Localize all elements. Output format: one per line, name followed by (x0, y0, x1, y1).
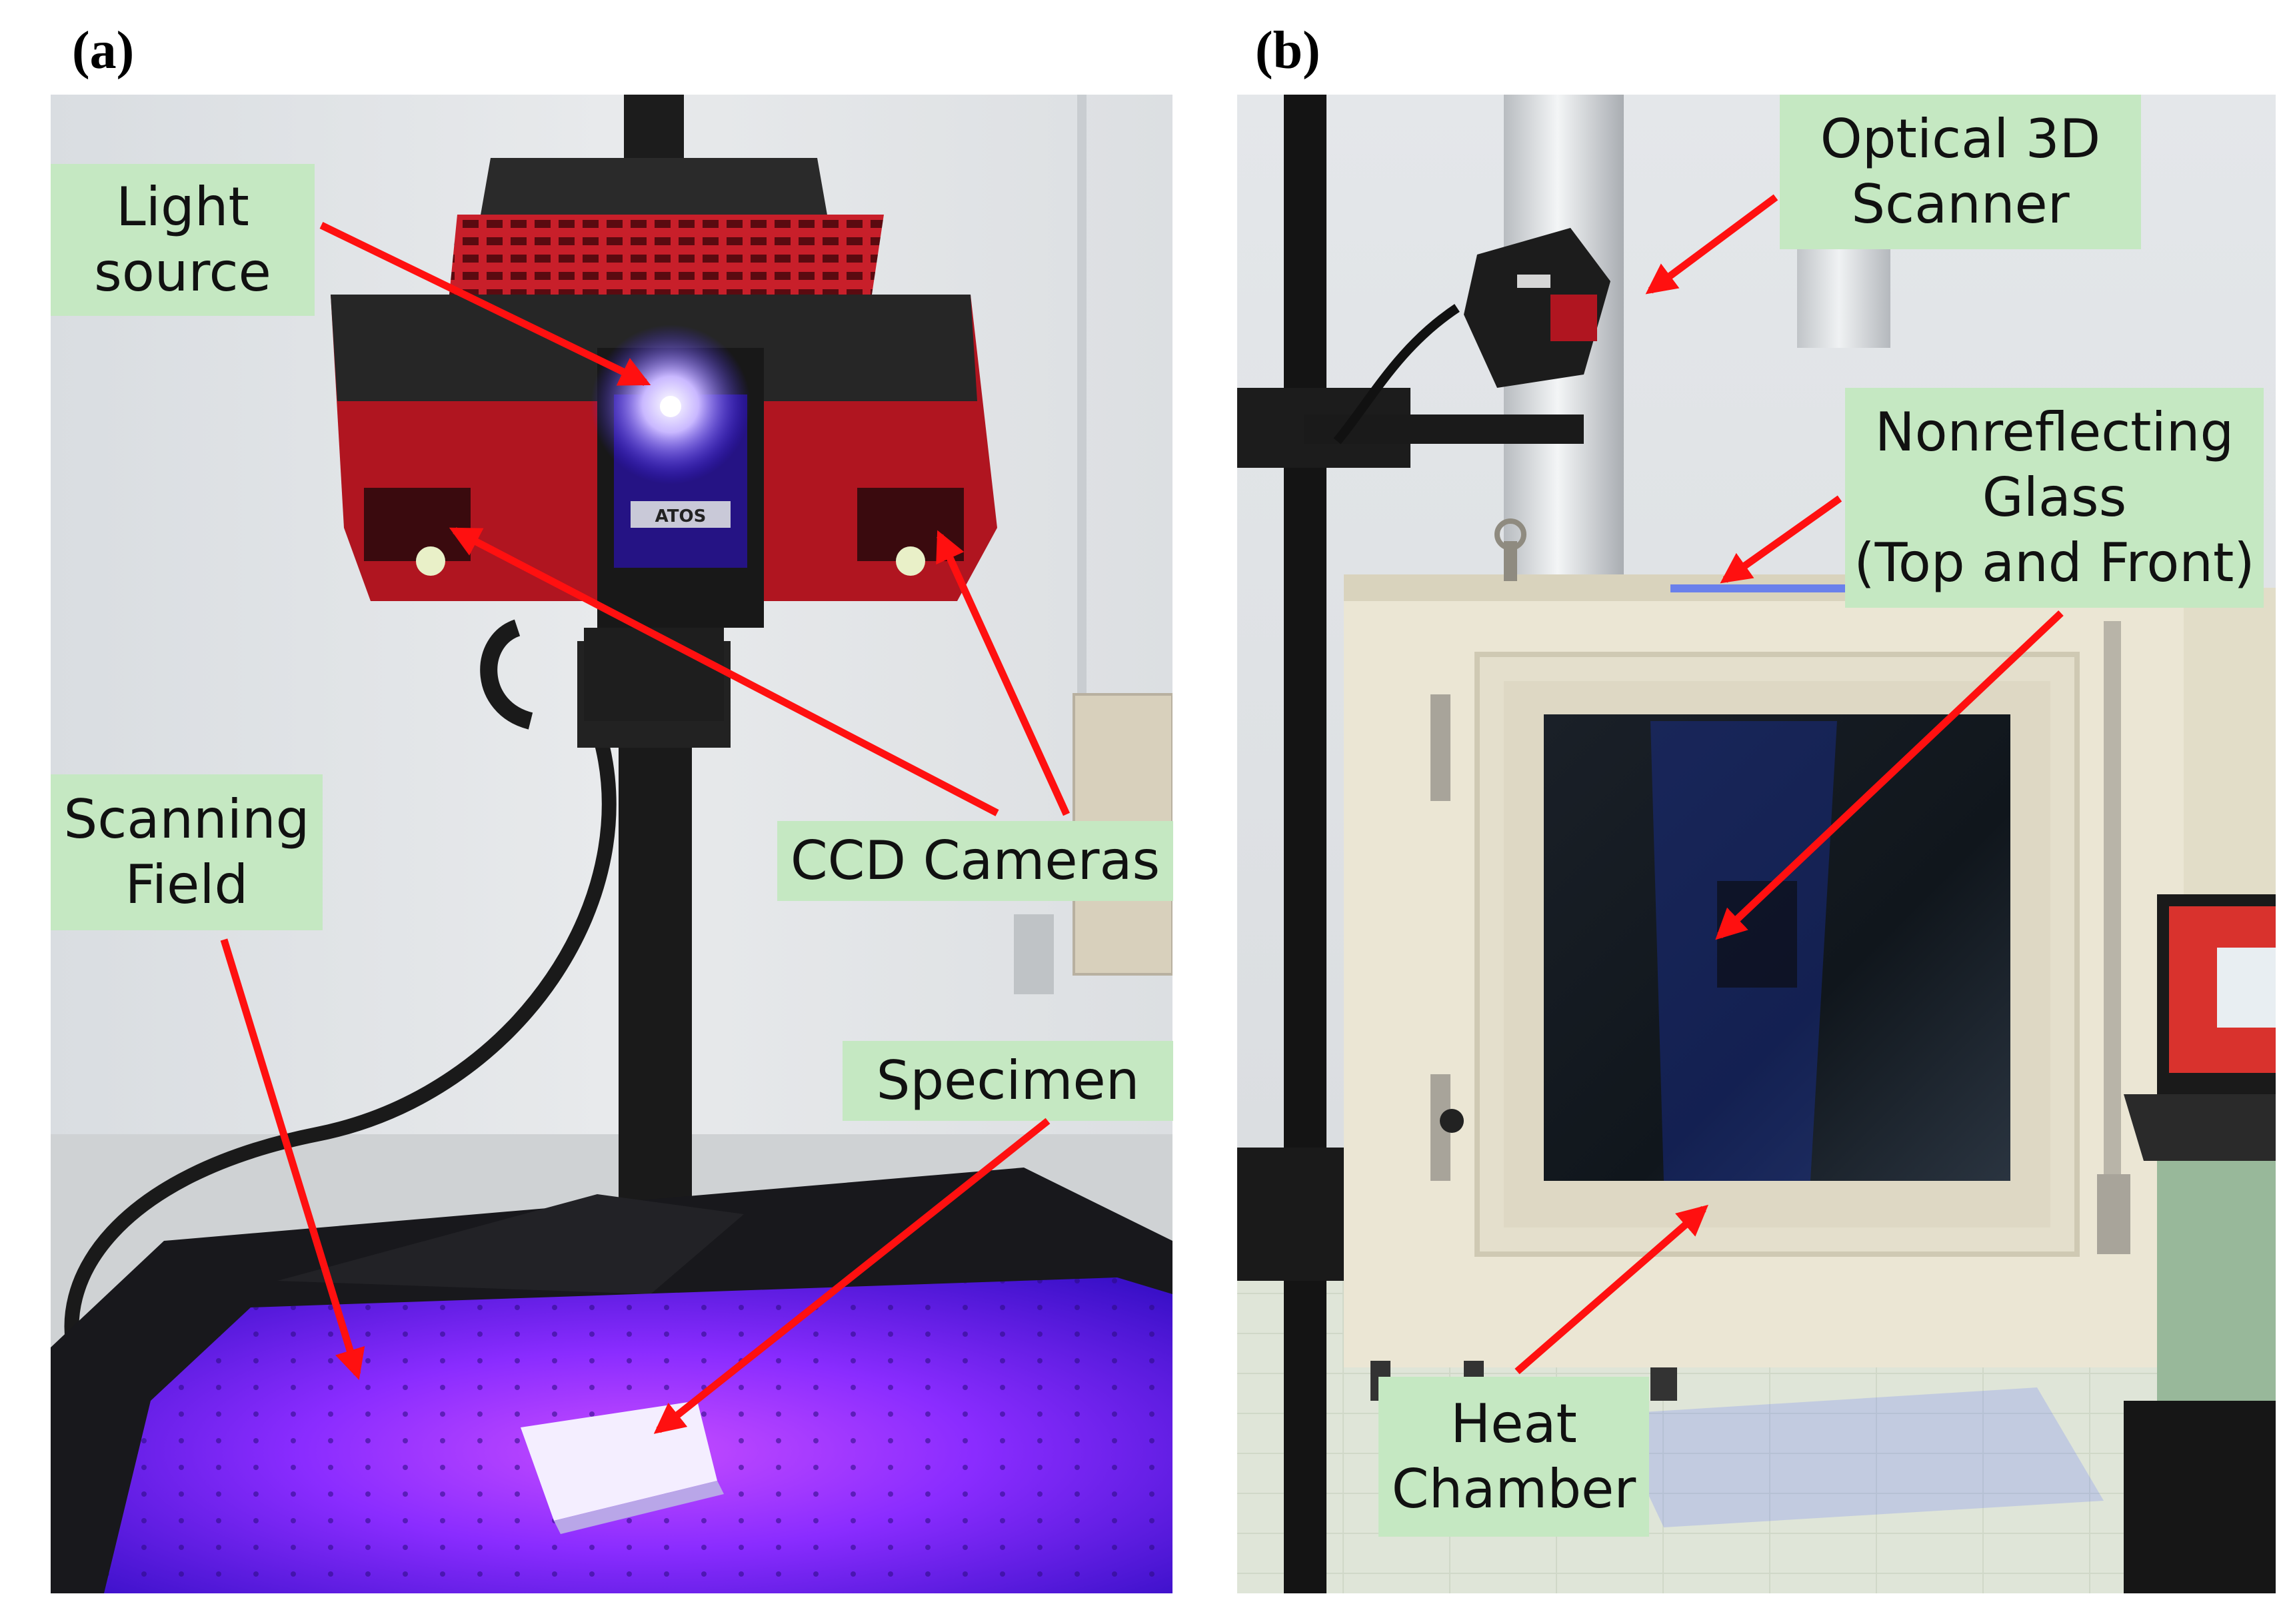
callout-ccd-cameras: CCD Cameras (777, 821, 1173, 901)
panel-label-a: (a) (72, 21, 135, 80)
callout-scanning-field-line-1: Scanning (63, 788, 310, 850)
callout-scanning-field-line-2: Field (125, 854, 249, 916)
callout-optical-3d-scanner-line-2: Scanner (1851, 173, 2070, 235)
callout-nonreflecting-glass: Nonreflecting Glass (Top and Front) (1845, 388, 2264, 608)
photo-b-heat-chamber-setup (1237, 95, 2276, 1593)
callout-nonreflecting-glass-line-1: Nonreflecting (1874, 401, 2234, 463)
callout-nonreflecting-glass-line-3: (Top and Front) (1854, 532, 2255, 594)
panel-label-b: (b) (1255, 21, 1320, 80)
callout-light-source-line-2: source (94, 241, 271, 303)
callout-optical-3d-scanner-line-1: Optical 3D (1820, 108, 2101, 170)
callout-ccd-cameras-line-1: CCD Cameras (790, 830, 1160, 892)
callout-light-source-line-1: Light (116, 176, 249, 238)
scanner-badge: ATOS (655, 506, 707, 526)
photo-b-illustration (1237, 95, 2276, 1593)
callout-light-source: Light source (51, 164, 315, 316)
callout-heat-chamber: Heat Chamber (1378, 1377, 1649, 1537)
callout-specimen: Specimen (843, 1041, 1173, 1121)
callout-optical-3d-scanner: Optical 3D Scanner (1780, 95, 2141, 249)
callout-scanning-field: Scanning Field (51, 774, 323, 930)
callout-heat-chamber-line-2: Chamber (1391, 1458, 1636, 1520)
callout-heat-chamber-line-1: Heat (1450, 1393, 1577, 1455)
callout-specimen-line-1: Specimen (876, 1050, 1140, 1112)
callout-nonreflecting-glass-line-2: Glass (1982, 466, 2127, 528)
